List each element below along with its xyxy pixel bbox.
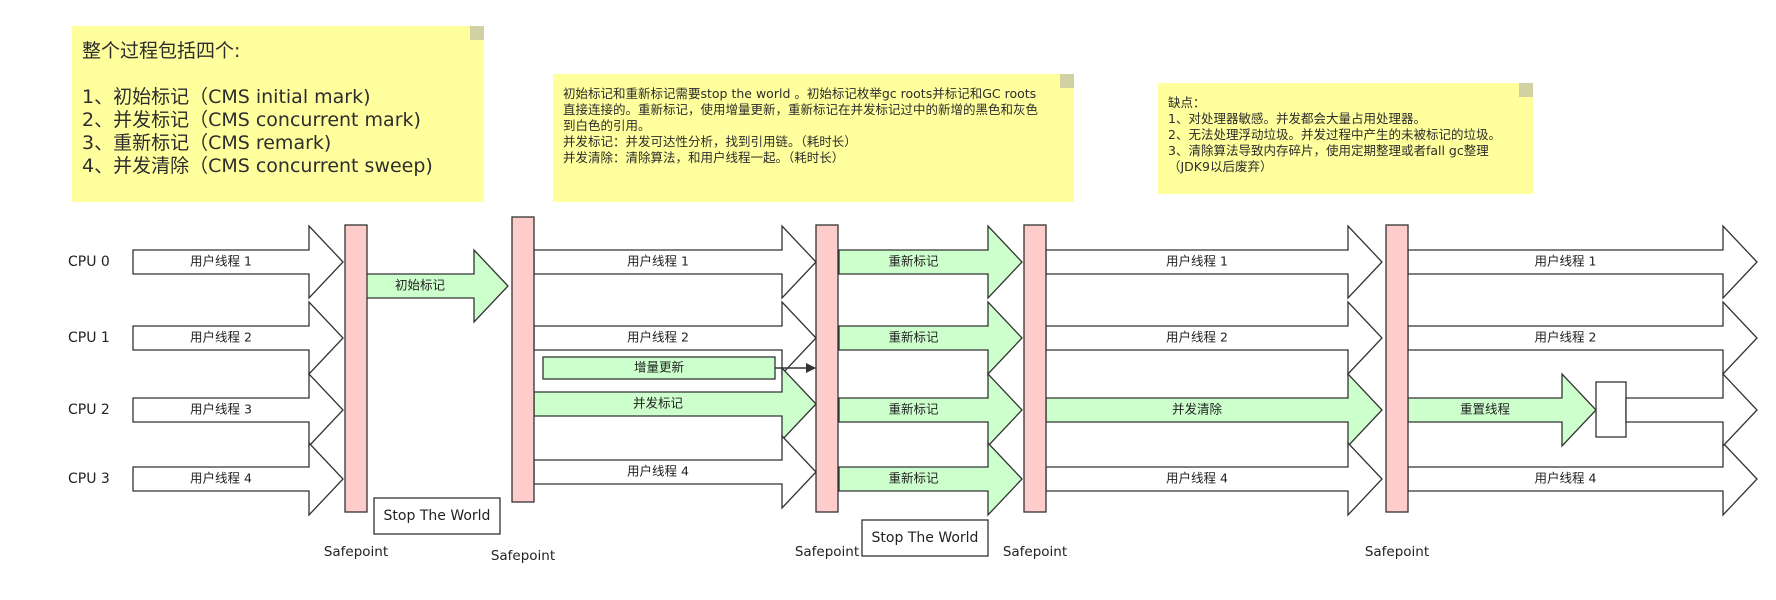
user-thread-arrow <box>1045 300 1383 376</box>
user-thread-arrow-label: 用户线程 4 <box>1166 471 1228 486</box>
stop-the-world-label: Stop The World <box>872 530 979 546</box>
user-thread-arrow-label: 用户线程 4 <box>627 464 689 479</box>
user-thread-arrow-label: 用户线程 2 <box>190 330 252 345</box>
user-thread-arrow-label: 用户线程 4 <box>1535 471 1597 486</box>
reset-threads-arrow-label: 重置线程 <box>1460 402 1511 417</box>
overview-note: 整个过程包括四个: 1、初始标记（CMS initial mark) 2、并发标… <box>72 26 484 202</box>
cpu-label: CPU 3 <box>68 471 110 487</box>
concurrent-sweep-arrow-label: 并发清除 <box>1172 402 1223 417</box>
remark-arrow <box>838 372 1023 448</box>
phases-note-line: 初始标记和重新标记需要stop the world 。初始标记枚举gc root… <box>563 86 1037 101</box>
user-thread-arrow-label: 用户线程 2 <box>1166 330 1228 345</box>
user-thread-arrow-label: 用户线程 1 <box>1166 254 1228 269</box>
stop-the-world-box <box>373 497 501 535</box>
drawbacks-note-line: （JDK9以后废弃） <box>1168 159 1273 174</box>
cpu-label: CPU 1 <box>68 330 110 346</box>
drawbacks-note-line: 1、对处理器敏感。并发都会大量占用处理器。 <box>1168 111 1426 126</box>
remark-arrow-label: 重新标记 <box>888 330 939 345</box>
user-thread-arrow <box>533 224 817 300</box>
drawbacks-note: 缺点： 1、对处理器敏感。并发都会大量占用处理器。 2、无法处理浮动垃圾。并发过… <box>1158 83 1533 194</box>
user-thread-arrow-label: 用户线程 4 <box>190 471 252 486</box>
note-fold-corner <box>470 26 484 40</box>
safepoint-label: Safepoint <box>324 544 388 560</box>
user-thread-arrow <box>533 300 817 376</box>
incremental-update-label: 增量更新 <box>634 360 684 375</box>
user-thread-arrow <box>1407 224 1758 300</box>
drawbacks-note-line: 3、清除算法导致内存碎片，使用定期整理或者fall gc整理 <box>1168 143 1489 158</box>
safepoint-label: Safepoint <box>795 544 859 560</box>
phases-note-line: 并发清除：清除算法，和用户线程一起。（耗时长） <box>563 150 845 165</box>
remark-arrow-label: 重新标记 <box>888 254 939 269</box>
user-thread-arrow-label: 用户线程 3 <box>190 402 252 417</box>
safepoint-bars-layer <box>344 216 1409 513</box>
drawbacks-note-line: 缺点： <box>1168 95 1206 110</box>
labels-layer: CPU 0 CPU 1 CPU 2 CPU 3 用户线程 1 用户线程 2 用户线程 3 用户… <box>68 254 1597 565</box>
overview-note-line: 1、初始标记（CMS initial mark) <box>82 86 371 108</box>
overview-note-title: 整个过程包括四个: <box>82 40 241 62</box>
remark-arrow <box>838 441 1023 517</box>
user-thread-arrow-label: 用户线程 1 <box>190 254 252 269</box>
user-thread-arrow-label: 用户线程 2 <box>627 330 689 345</box>
note-fold-corner <box>1519 83 1533 97</box>
user-thread-arrow-label: 用户线程 1 <box>627 254 689 269</box>
overview-note-line: 4、并发清除（CMS concurrent sweep) <box>82 155 433 177</box>
user-thread-arrow <box>1625 372 1758 448</box>
initial-mark-arrow-label: 初始标记 <box>395 278 446 293</box>
phases-note-line: 并发标记：并发可达性分析，找到引用链。（耗时长） <box>563 134 857 149</box>
remark-arrow-label: 重新标记 <box>888 471 939 486</box>
reset-threads-arrow <box>1407 372 1597 448</box>
safepoint-label: Safepoint <box>491 548 555 564</box>
user-thread-arrow <box>132 372 344 448</box>
cpu-label: CPU 0 <box>68 254 110 270</box>
safepoint-bar <box>511 216 535 503</box>
user-thread-arrow <box>1045 224 1383 300</box>
safepoint-bar <box>344 224 368 513</box>
stop-the-world-label: Stop The World <box>384 508 491 524</box>
user-thread-arrow <box>132 300 344 376</box>
user-thread-arrow-label: 用户线程 1 <box>1535 254 1597 269</box>
remark-arrow <box>838 300 1023 376</box>
user-thread-arrow <box>533 434 817 510</box>
note-fold-corner <box>1060 74 1074 88</box>
user-thread-arrow-label: 用户线程 2 <box>1535 330 1597 345</box>
safepoint-label: Safepoint <box>1365 544 1429 560</box>
concurrent-mark-arrow-label: 并发标记 <box>633 396 684 411</box>
user-thread-arrow <box>132 224 344 300</box>
user-thread-arrow <box>1045 441 1383 517</box>
cpu-label: CPU 2 <box>68 402 110 418</box>
phases-note: 初始标记和重新标记需要stop the world 。初始标记枚举gc root… <box>553 74 1074 202</box>
user-thread-arrow <box>132 441 344 517</box>
remark-arrow-label: 重新标记 <box>888 402 939 417</box>
initial-mark-arrow <box>365 248 509 324</box>
safepoint-bar <box>815 224 839 513</box>
safepoint-label: Safepoint <box>1003 544 1067 560</box>
safepoint-bar <box>1023 224 1047 513</box>
phases-note-line: 直接连接的。重新标记，使用增量更新，重新标记在并发标记过中的新增的黑色和灰色 <box>563 102 1039 117</box>
safepoint-bar <box>1385 224 1409 513</box>
user-thread-arrow <box>1407 441 1758 517</box>
arrows-layer <box>132 224 1758 517</box>
overview-note-line: 2、并发标记（CMS concurrent mark) <box>82 109 421 131</box>
drawbacks-note-line: 2、无法处理浮动垃圾。并发过程中产生的未被标记的垃圾。 <box>1168 127 1501 142</box>
concurrent-mark-arrow <box>533 366 817 442</box>
phases-note-line: 到白色的引用。 <box>563 118 651 133</box>
user-thread-arrow <box>1407 300 1758 376</box>
stop-the-world-box <box>861 519 989 557</box>
overview-note-line: 3、重新标记（CMS remark) <box>82 132 332 154</box>
thread-restart-box <box>1595 381 1627 438</box>
concurrent-sweep-arrow <box>1045 372 1383 448</box>
remark-arrow <box>838 224 1023 300</box>
